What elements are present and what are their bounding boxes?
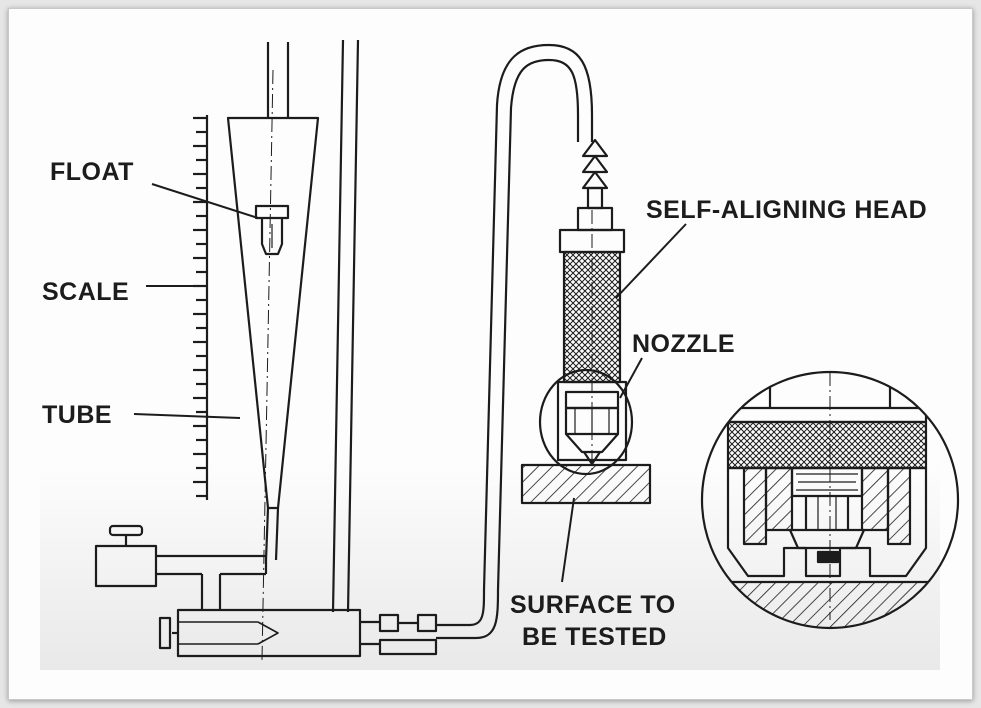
label-surface-line2: BE TESTED [522,623,667,651]
flexible-hose [469,43,594,640]
float [254,204,290,256]
return-pipe [331,39,360,613]
label-self-aligning-head: SELF-ALIGNING HEAD [646,196,927,224]
test-surface [520,463,652,505]
regulator-valve [94,524,268,610]
leader-lines [133,183,687,583]
label-float: FLOAT [50,158,134,186]
label-surface-line1: SURFACE TO [510,591,676,619]
scale-ticks [193,116,207,498]
self-aligning-head [538,138,634,476]
label-nozzle: NOZZLE [632,330,735,358]
scale [193,115,209,500]
label-scale: SCALE [42,278,129,306]
manifold [158,608,476,658]
label-tube: TUBE [42,401,112,429]
tapered-tube [226,42,320,661]
